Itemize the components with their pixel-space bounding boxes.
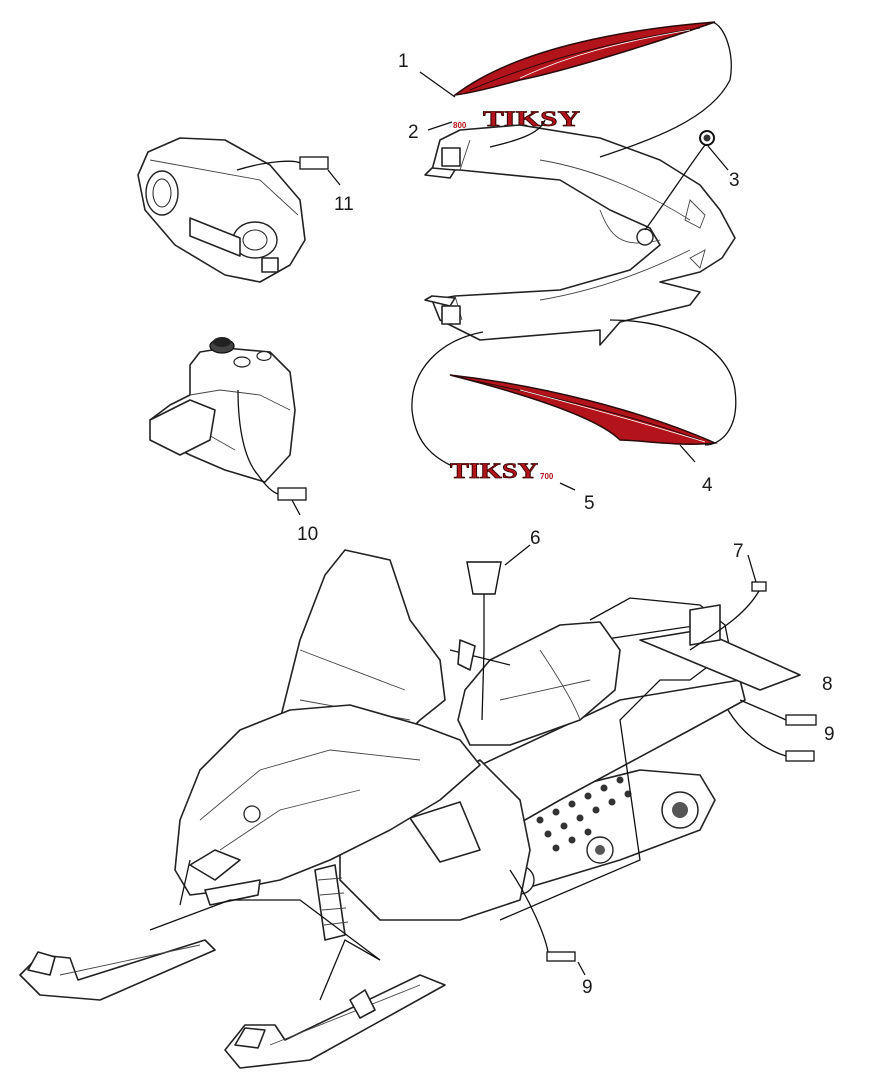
label-8-rect	[785, 714, 817, 726]
callout-11: 11	[334, 194, 354, 215]
callout-9-side: 9	[582, 977, 593, 998]
callout-3: 3	[729, 170, 740, 191]
callout-6: 6	[530, 528, 541, 549]
label-10-rect	[277, 487, 307, 501]
decal-4-swoosh	[449, 374, 718, 445]
fuel-tank-10	[149, 337, 296, 483]
callout-1: 1	[398, 51, 409, 72]
emblem-3	[699, 130, 715, 146]
callout-8: 8	[822, 674, 833, 695]
callout-9-rear: 9	[824, 724, 835, 745]
label-7-rect	[751, 581, 767, 592]
leader-lines	[236, 21, 787, 976]
decal-2-prefix: 800	[453, 121, 467, 130]
label-9-side-rect	[546, 951, 576, 962]
label-11-rect	[299, 156, 329, 170]
label-9-rear-rect	[785, 750, 815, 762]
callout-2: 2	[408, 122, 419, 143]
callout-7: 7	[733, 541, 744, 562]
decal-5-text: TIKSY	[450, 458, 538, 483]
callout-5: 5	[584, 493, 595, 514]
callout-4: 4	[702, 475, 713, 496]
belt-cover-11	[137, 137, 306, 283]
tunnel-holes	[536, 776, 632, 852]
callout-10: 10	[297, 524, 318, 545]
hood-assembly	[424, 124, 736, 346]
label-rectangles	[277, 156, 817, 962]
snowmobile	[19, 549, 801, 1069]
label-6-rect	[466, 561, 502, 595]
callout-numbers: 1 2 3 4 5 6 7 8 9 9 10 11	[297, 51, 835, 998]
decal-5-brand: TIKSY 700	[450, 458, 554, 484]
decal-1-swoosh	[452, 21, 716, 97]
decal-5-suffix: 700	[540, 472, 554, 481]
